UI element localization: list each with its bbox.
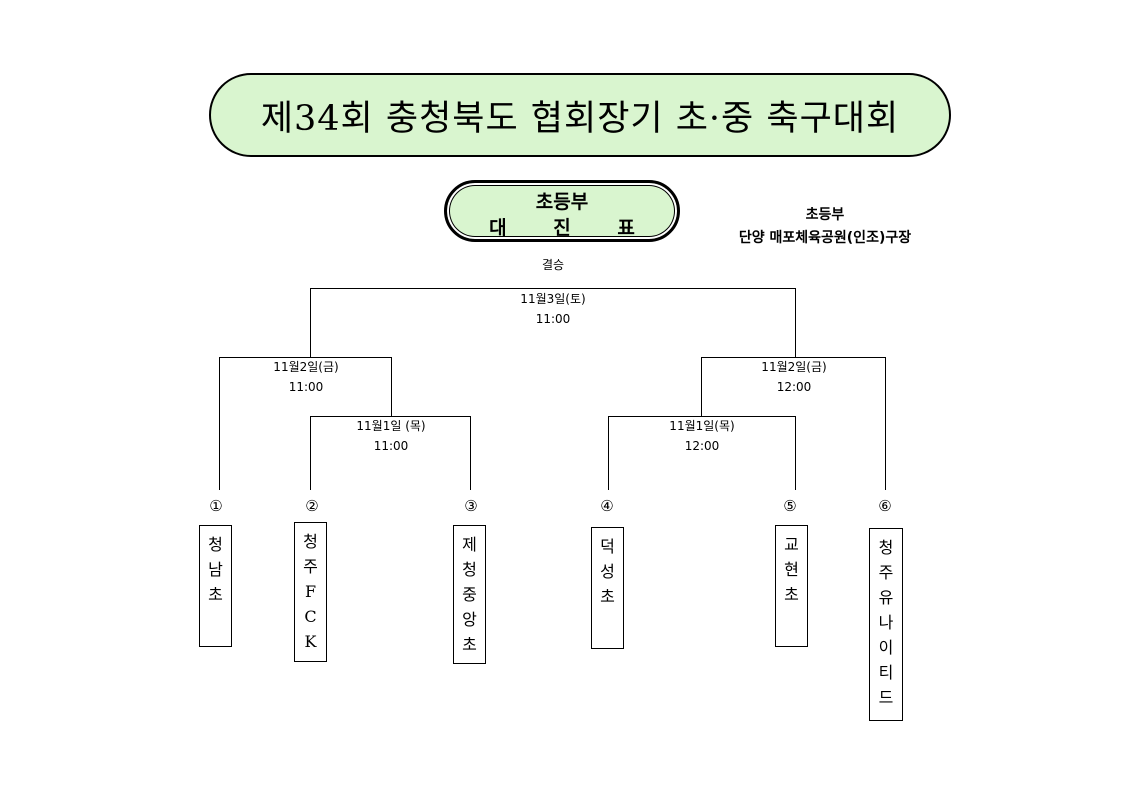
team-name-char: 유: [878, 588, 894, 607]
team-name-char: 청: [208, 535, 223, 554]
semi-right-time: 12:00: [776, 380, 812, 394]
venue-info: 초등부 단양 매포체육공원(인조)구장: [700, 204, 950, 250]
qf-right-time: 12:00: [684, 439, 720, 453]
team-name-char: 앙: [462, 610, 477, 629]
tournament-title: 제34회 충청북도 협회장기 초·중 축구대회: [209, 73, 951, 157]
final-round-label: 결승: [541, 258, 565, 272]
bracket-subtitle: 대 진 표: [489, 217, 655, 239]
team-name-char: 청: [303, 532, 318, 551]
team-name-char: 초: [600, 587, 615, 606]
final-line: [310, 288, 796, 357]
team-name-char: 드: [878, 688, 894, 707]
team-name-char: F: [304, 582, 317, 601]
seed-5: ⑤: [783, 497, 797, 515]
team-name-char: 나: [878, 613, 894, 632]
team-name-char: K: [304, 632, 317, 651]
team-name-char: 초: [208, 585, 223, 604]
team-name-char: 교: [784, 535, 799, 554]
seed-1: ①: [209, 497, 223, 515]
semi-left-time: 11:00: [288, 380, 324, 394]
seed-6: ⑥: [878, 497, 892, 515]
venue-place: 단양 매포체육공원(인조)구장: [738, 230, 912, 246]
semi-right-date: 11월2일(금): [761, 360, 827, 374]
semi-left-line: [219, 357, 392, 490]
team-name-char: 덕: [600, 537, 615, 556]
team-name-char: 이: [878, 638, 894, 657]
semi-right-line: [701, 357, 886, 490]
seed-2: ②: [305, 497, 319, 515]
qf-right-date: 11월1일(목): [669, 419, 735, 433]
team-name-char: 티: [878, 663, 894, 682]
seed-3: ③: [464, 497, 478, 515]
team-name-char: 현: [784, 560, 799, 579]
team-name-char: 중: [462, 585, 477, 604]
team-name-char: 초: [462, 635, 477, 654]
qf-left-time: 11:00: [373, 439, 409, 453]
team-name-char: 주: [303, 557, 318, 576]
division-badge: 초등부 대 진 표: [444, 180, 680, 242]
qf-right-line: [608, 416, 796, 490]
team-name-char: 청: [878, 538, 894, 557]
semi-left-date: 11월2일(금): [273, 360, 339, 374]
team-name-char: 초: [784, 585, 799, 604]
venue-division: 초등부: [805, 207, 845, 223]
team-name-char: 성: [600, 562, 615, 581]
division-name: 초등부: [535, 191, 589, 213]
final-time: 11:00: [535, 312, 571, 326]
team-name-char: 청: [462, 560, 477, 579]
seed-4: ④: [600, 497, 614, 515]
final-date: 11월3일(토): [520, 292, 586, 306]
qf-left-line: [310, 416, 471, 490]
team-name-char: 제: [462, 535, 477, 554]
qf-left-date: 11월1일 (목): [356, 419, 426, 433]
team-name-char: C: [304, 607, 317, 626]
team-name-char: 주: [878, 563, 894, 582]
team-name-char: 남: [208, 560, 223, 579]
